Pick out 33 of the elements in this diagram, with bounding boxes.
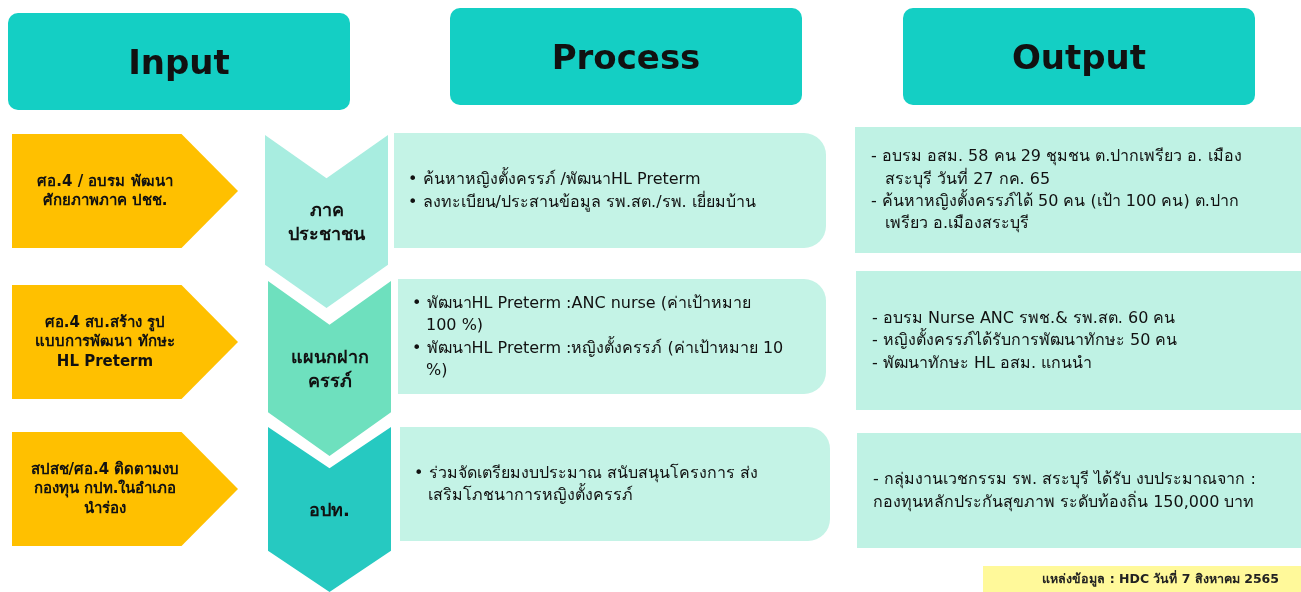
bullet-item: • ลงทะเบียน/ประสานข้อมูล รพ.สต./รพ. เยี่ยมบ้าน — [408, 190, 757, 213]
output-box — [856, 271, 1301, 410]
bullet-item: • พัฒนาHL Preterm :หญิงตั้งครรภ์ (ค่าเป้าหมาย 10 %) — [412, 336, 785, 381]
header-box: Output — [903, 8, 1255, 105]
output-text: - อบรม Nurse ANC รพช.& รพ.สต. 60 คน — [872, 306, 1177, 328]
input-arrow-box — [12, 285, 238, 399]
output-box — [857, 433, 1301, 548]
stage-label: แผนกฝากครรภ์ — [289, 345, 370, 392]
process-box — [400, 427, 830, 541]
stage-box — [265, 135, 388, 308]
output-text: - กลุ่มงานเวชกรรม รพ. สระบุรี ได้รับ งบประมาณจาก : กองทุนหลักประกันสุขภาพ ระดับท้องถิ่น 150,000 บาท — [873, 468, 1257, 513]
header-box: Input — [8, 13, 350, 110]
input-arrow-box — [12, 134, 238, 248]
input-label: สปสช/ศอ.4 ติดตามงบกองทุน กปท.ในอำเภอ นำร่อง — [30, 459, 180, 519]
output-text: - อบรม อสม. 58 คน 29 ชุมชน ต.ปากเพรียว อ. เมืองสระบุรี วันที่ 27 กค. 65 — [871, 145, 1243, 189]
header-box: Process — [450, 8, 802, 105]
process-box — [394, 133, 826, 248]
input-label: ศอ.4 / อบรม พัฒนาศักยภาพภาค ปชช. — [36, 171, 174, 211]
stage-label: ภาค ประชาชน — [287, 198, 366, 245]
stage-box — [268, 281, 391, 456]
output-text: - พัฒนาทักษะ HL อสม. แกนนำ — [872, 351, 1094, 374]
output-text: - หญิงตั้งครรภ์ได้รับการพัฒนาทักษะ 50 คน — [872, 329, 1179, 352]
process-box — [398, 279, 826, 394]
input-label: ศอ.4 สบ.สร้าง รูปแบบการพัฒนา ทักษะ HL Preterm — [34, 312, 176, 372]
output-text: - ค้นหาหญิงตั้งครรภ์ได้ 50 คน (เป้า 100 คน) ต.ปากเพรียว อ.เมืองสระบุรี — [871, 190, 1271, 235]
bullet-item: • ร่วมจัดเตรียมงบประมาณ สนับสนุนโครงการ ส่งเสริมโภชนาการหญิงตั้งครรภ์ — [414, 461, 759, 506]
bullet-item: • พัฒนาHL Preterm :ANC nurse (ค่าเป้าหมาย 100 %) — [412, 291, 752, 336]
bullet-item: • ค้นหาหญิงตั้งครรภ์ /พัฒนาHL Preterm — [408, 168, 702, 191]
output-box — [855, 127, 1301, 253]
stage-box — [268, 427, 391, 592]
stage-label: อปท. — [309, 497, 350, 522]
source-note: แหล่งข้อมูล : HDC วันที่ 7 สิงหาคม 2565 — [983, 566, 1301, 592]
input-arrow-box — [12, 432, 238, 546]
